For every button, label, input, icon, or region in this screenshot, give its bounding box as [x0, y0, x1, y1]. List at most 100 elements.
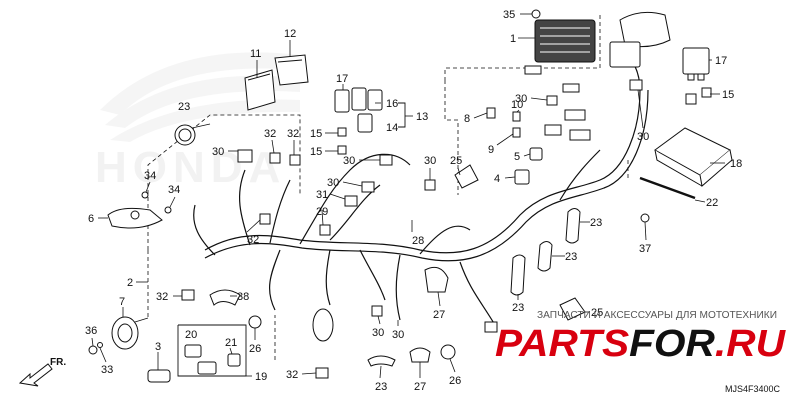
diagram-code: MJS4F3400C	[725, 384, 781, 394]
callout-32c: 32	[247, 234, 259, 246]
honda-wordmark: HONDA	[95, 143, 286, 192]
grommet-26a	[248, 315, 262, 329]
partsfor-watermark: ЗАПЧАСТИ И АКСЕССУАРЫ ДЛЯ МОТОТЕХНИКИ PA…	[495, 310, 787, 365]
callout-30-left: 30	[212, 146, 224, 158]
callout-25-bottom: 25	[591, 307, 603, 319]
holder-25a	[454, 164, 479, 189]
callout-34a: 34	[144, 170, 156, 182]
callout-21: 21	[225, 337, 237, 349]
coupler-32c	[259, 213, 271, 225]
callout-23-left: 23	[178, 101, 190, 113]
callout-30-mid-a: 30	[343, 155, 355, 167]
band-38	[209, 289, 241, 306]
clip-15a	[337, 127, 347, 137]
front-direction-label: FR.	[50, 357, 66, 368]
callout-30-bottom-b: 30	[392, 329, 404, 341]
clip-10b	[512, 127, 521, 138]
clamp-27b	[409, 347, 431, 363]
callout-32e: 32	[286, 369, 298, 381]
callout-32d: 32	[156, 291, 168, 303]
callout-15a: 15	[310, 128, 322, 140]
callout-11: 11	[250, 48, 261, 60]
callout-12: 12	[284, 28, 296, 40]
coupler-rear	[484, 321, 498, 333]
bolt-35	[531, 9, 541, 19]
fuse-box-cover	[609, 11, 671, 68]
callout-30-mid-b: 30	[327, 177, 339, 189]
callout-32a: 32	[264, 128, 276, 140]
sensor-6	[107, 207, 163, 229]
callout-15c: 15	[722, 89, 734, 101]
grommet-23-left	[174, 123, 211, 146]
connector-a	[544, 124, 562, 136]
callout-23b: 23	[590, 217, 602, 229]
fuse-21a	[197, 361, 217, 375]
coupler-32e	[315, 367, 329, 379]
callout-labels: 35 1 12 11 17 17 16 13 14 15 15 15 23 30…	[85, 9, 742, 393]
clip-15d	[701, 87, 712, 98]
coupler-30d	[379, 154, 393, 166]
ecu-18	[654, 127, 733, 187]
relay-17-center	[334, 87, 383, 133]
clip-8	[486, 107, 496, 119]
main-harness	[193, 44, 649, 326]
watermark-banner: ЗАПЧАСТИ И АКСЕССУАРЫ ДЛЯ МОТОТЕХНИКИ	[537, 310, 777, 321]
callout-30-right: 30	[637, 131, 649, 143]
relay-17-right	[682, 47, 710, 81]
callout-7: 7	[119, 296, 125, 308]
callout-27a: 27	[433, 309, 445, 321]
callout-26a: 26	[249, 343, 261, 355]
band-23d	[510, 254, 526, 296]
callout-37: 37	[639, 243, 651, 255]
clamp-27a	[424, 266, 449, 293]
callout-13: 13	[416, 111, 428, 123]
callout-34b: 34	[168, 184, 180, 196]
regulator-rectifier	[534, 19, 596, 63]
horn-7	[111, 316, 149, 350]
callout-38: 38	[237, 291, 249, 303]
callout-28: 28	[412, 235, 424, 247]
callout-35: 35	[503, 9, 515, 21]
coupler-31	[344, 195, 358, 207]
callout-32b: 32	[287, 128, 299, 140]
callout-20: 20	[185, 329, 197, 341]
callout-14: 14	[386, 122, 398, 134]
band-23c	[537, 241, 553, 272]
fuse-3	[147, 369, 171, 383]
connector-d	[524, 65, 542, 75]
relay-5	[529, 147, 543, 161]
coupler-30c	[629, 79, 643, 91]
coil-canister	[312, 308, 334, 342]
fuse-21b	[227, 353, 241, 367]
callout-9: 9	[488, 144, 494, 156]
strap-22	[639, 176, 696, 200]
bolt-34a	[141, 191, 149, 199]
callout-10: 10	[511, 99, 523, 111]
coupler-30b	[546, 95, 558, 106]
callout-23e: 23	[375, 381, 387, 393]
connector-b	[564, 109, 586, 121]
connector-e	[562, 83, 580, 93]
callout-5: 5	[514, 151, 520, 163]
callout-29: 29	[316, 206, 328, 218]
callout-4: 4	[494, 173, 500, 185]
parts	[88, 9, 733, 383]
callout-6: 6	[88, 213, 94, 225]
control-unit-11	[244, 69, 276, 111]
washer-33	[97, 342, 103, 348]
callout-26b: 26	[449, 375, 461, 387]
callout-30-center: 30	[515, 93, 527, 105]
callout-22: 22	[706, 197, 718, 209]
bolt-37	[640, 213, 650, 223]
band-23e	[367, 355, 396, 367]
connector-c	[569, 129, 591, 141]
callout-16: 16	[386, 98, 398, 110]
group-outline-top	[444, 15, 601, 80]
callout-1: 1	[510, 33, 516, 45]
coupler-32a	[269, 152, 281, 164]
callout-30-bottom-a: 30	[372, 327, 384, 339]
clip-15b	[337, 145, 347, 155]
coupler-32b	[289, 154, 301, 166]
coupler-30g	[371, 305, 383, 317]
callout-27b: 27	[414, 381, 426, 393]
